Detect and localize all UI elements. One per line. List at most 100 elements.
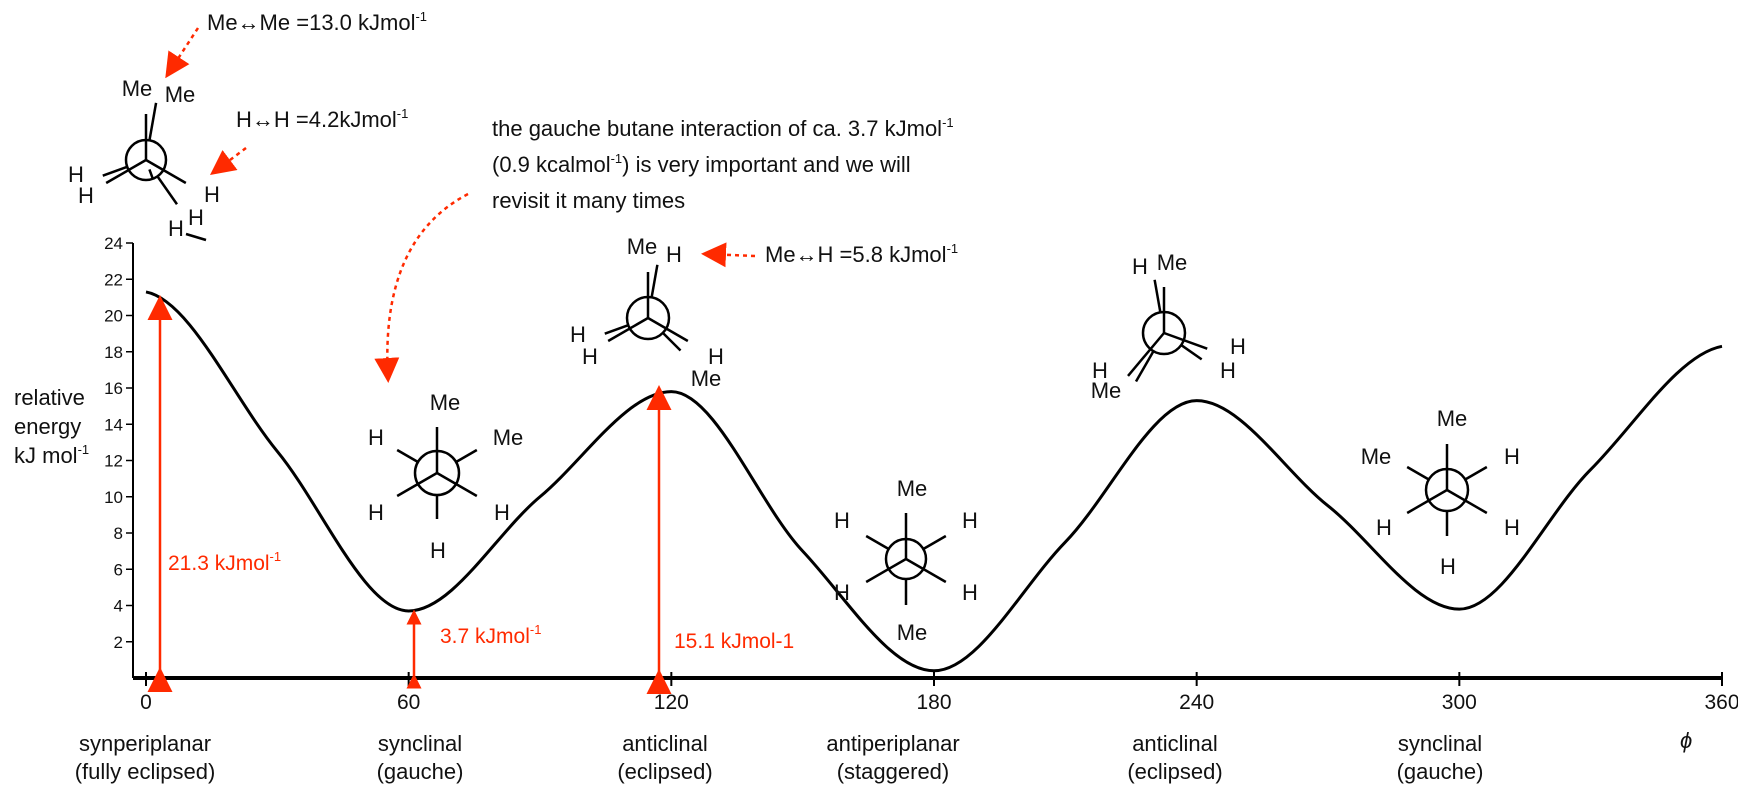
newman-atom: H [834, 508, 850, 533]
newman-atom: H [204, 182, 220, 207]
x-tick-label: 120 [654, 691, 689, 714]
newman-atom: H [430, 538, 446, 563]
newman-atom: H [834, 580, 850, 605]
x-axis-symbol: ϕ [1680, 728, 1692, 753]
y-axis-label-line1: relative [14, 385, 85, 410]
newman-bond [102, 165, 128, 177]
energy-curve [145, 290, 1723, 673]
newman-bond [1446, 488, 1488, 515]
conformation-label-60-sub: (gauche) [377, 759, 464, 784]
y-tick-label: 4 [114, 597, 123, 616]
newman-atom: H [1092, 358, 1108, 383]
conformation-label-120-sub: (eclipsed) [617, 759, 712, 784]
newman-atom: H [1504, 515, 1520, 540]
newman-bond [148, 168, 155, 180]
newman-atom: Me [627, 234, 658, 259]
newman-atom: H [1220, 358, 1236, 383]
y-tick-label: 10 [104, 488, 123, 507]
newman-atom: H [1230, 334, 1246, 359]
newman-atom: H [1132, 254, 1148, 279]
newman-atom: H [368, 500, 384, 525]
conformation-label-180-sub: (staggered) [837, 759, 950, 784]
conformation-label-300: synclinal [1398, 731, 1482, 756]
conformation-labels: synperiplanar (fully eclipsed) synclinal… [75, 731, 1484, 784]
pointer-me-h [701, 242, 756, 268]
newman-atom: H [168, 216, 184, 241]
x-tick-label: 60 [397, 691, 420, 714]
newman-atom: H [582, 344, 598, 369]
newman-atom: Me [897, 476, 928, 501]
y-tick-label: 12 [104, 452, 123, 471]
newman-atom: Me [122, 76, 153, 101]
newman-atom: H [708, 344, 724, 369]
note-line-2: (0.9 kcalmol-1) is very important and we… [492, 151, 911, 177]
conformation-label-240: anticlinal [1132, 731, 1218, 756]
x-tick-label: 180 [916, 691, 951, 714]
energy-label-15-1: 15.1 kJmol-1 [674, 630, 794, 653]
newman-atom: H [570, 322, 586, 347]
newman-atom: H [962, 580, 978, 605]
pointer-me-me [165, 27, 200, 79]
energy-arrows [147, 295, 672, 694]
newman-atom: Me [430, 390, 461, 415]
y-tick-label: 22 [104, 270, 123, 289]
x-tick-label: 240 [1179, 691, 1214, 714]
y-tick-label: 24 [104, 234, 123, 253]
pointer-h-h [210, 147, 247, 175]
newman-bond [647, 316, 689, 343]
newman-atom: H [188, 205, 204, 230]
interaction-me-me: Me↔Me =13.0 kJmol-1 [207, 9, 427, 35]
newman-bond [1180, 344, 1203, 361]
interaction-pointers [165, 27, 756, 383]
conformation-label-180: antiperiplanar [826, 731, 959, 756]
newman-bond [455, 448, 478, 464]
newman-atom: H [494, 500, 510, 525]
y-tick-label: 6 [114, 560, 123, 579]
x-tick-label: 0 [140, 691, 152, 714]
y-tick-label: 8 [114, 524, 123, 543]
newman-bond [607, 316, 649, 343]
newman-atom: H [1504, 444, 1520, 469]
newman-bond [905, 557, 947, 584]
newman-bond [396, 448, 419, 464]
newman-bond [148, 102, 158, 141]
newman-bond [1134, 350, 1155, 383]
newman-bond [396, 471, 438, 498]
newman-bond [156, 175, 178, 205]
newman-atom: Me [691, 366, 722, 391]
y-tick-label: 18 [104, 343, 123, 362]
newman-atom: Me [1437, 406, 1468, 431]
y-axis-label-line2: energy [14, 414, 81, 439]
newman-atom: Me [165, 82, 196, 107]
y-tick-label: 14 [104, 415, 123, 434]
pointer-gauche [374, 192, 469, 383]
conformation-label-0-sub: (fully eclipsed) [75, 759, 216, 784]
newman-atom: H [1376, 515, 1392, 540]
newman-atom: H [68, 162, 84, 187]
y-tick-label: 2 [114, 633, 123, 652]
newman-atom: Me [1361, 444, 1392, 469]
newman-bond [1163, 331, 1208, 350]
note-line-3: revisit it many times [492, 188, 685, 213]
y-tick-label: 16 [104, 379, 123, 398]
newman-bond [1464, 465, 1488, 481]
newman-bond [1153, 279, 1162, 313]
newman-atom: H [78, 183, 94, 208]
newman-atom: Me [1091, 378, 1122, 403]
newman-bond [1406, 465, 1430, 481]
newman-atom: H [962, 508, 978, 533]
note-line-1: the gauche butane interaction of ca. 3.7… [492, 115, 954, 141]
x-tick-label: 300 [1442, 691, 1477, 714]
y-tick-label: 20 [104, 307, 123, 326]
newman-atom: H [666, 242, 682, 267]
newman-bond [661, 331, 682, 352]
newman-atom: Me [897, 620, 928, 645]
newman-bond [145, 158, 187, 185]
newman-bond [436, 471, 478, 498]
